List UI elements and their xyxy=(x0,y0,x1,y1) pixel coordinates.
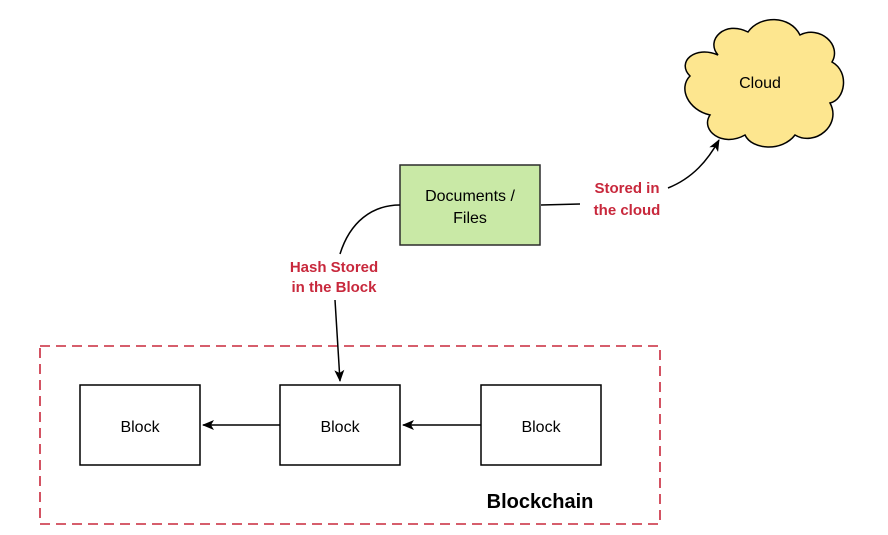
cloud-label: Cloud xyxy=(739,75,781,92)
documents-label-line1: Documents / xyxy=(425,188,515,205)
documents-label-line2: Files xyxy=(453,210,487,227)
block-node-1[interactable]: Block xyxy=(79,384,201,466)
blockchain-group xyxy=(39,345,661,525)
block-node-2[interactable]: Block xyxy=(279,384,401,466)
documents-node[interactable]: Documents / Files xyxy=(399,164,541,246)
edge-label-hash-line2: in the Block xyxy=(291,279,377,296)
edge-label-stored-cloud-line2: the cloud xyxy=(594,202,661,219)
cloud-icon xyxy=(684,18,845,148)
block-label-2: Block xyxy=(320,419,360,436)
edge-documents-to-cloud xyxy=(540,140,719,206)
block-label-3: Block xyxy=(521,419,561,436)
edge-label-hash-line1: Hash Stored xyxy=(290,259,378,276)
edge-label-stored-cloud-line1: Stored in xyxy=(594,180,659,197)
edge-documents-to-block xyxy=(335,204,401,381)
cloud-node[interactable]: Cloud xyxy=(684,18,845,148)
block-label-1: Block xyxy=(120,419,160,436)
blockchain-title: Blockchain xyxy=(487,491,594,513)
block-node-3[interactable]: Block xyxy=(480,384,602,466)
